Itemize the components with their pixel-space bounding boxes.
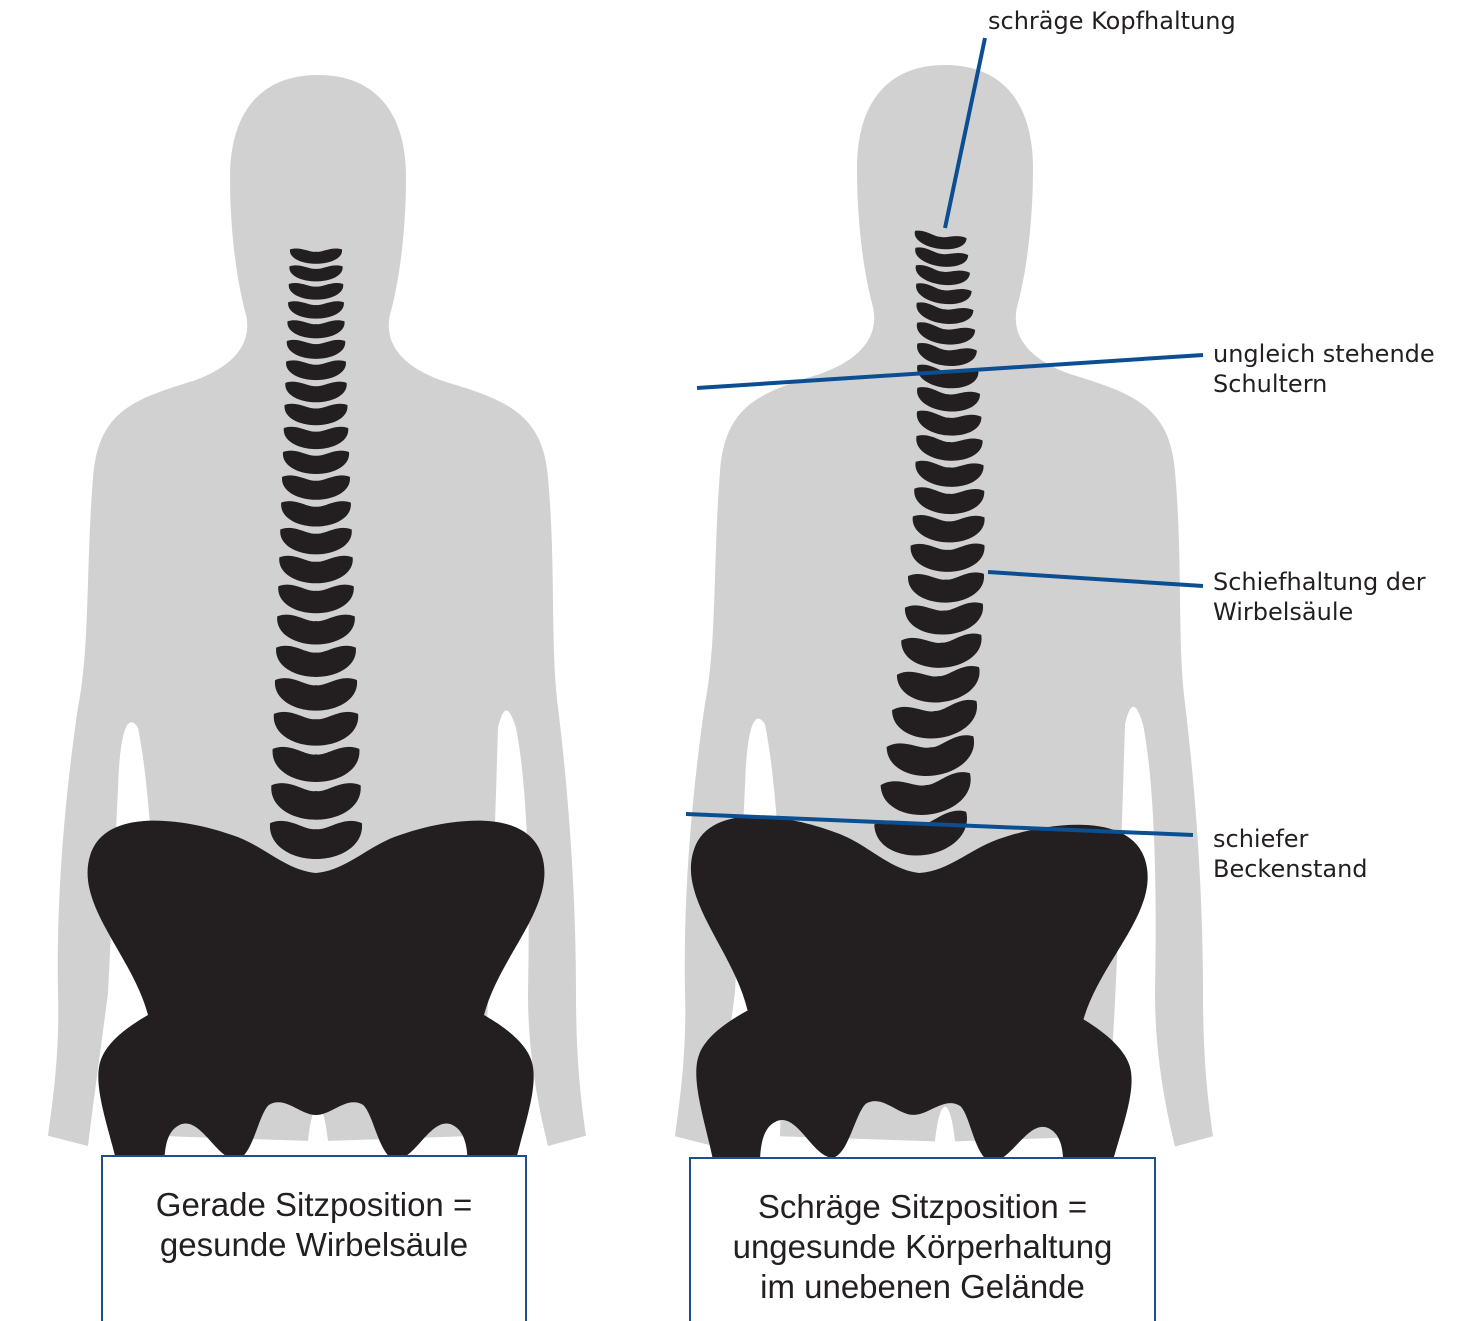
caption-box-right: Schräge Sitzposition = ungesunde Körperh… [689, 1157, 1156, 1321]
caption-left-line-2: gesunde Wirbelsäule [103, 1225, 525, 1265]
annotation-label-shoulders-line-2: Schultern [1213, 369, 1435, 399]
annotation-label-pelvis-line-2: Beckenstand [1213, 854, 1368, 884]
annotation-label-spine-line-2: Wirbelsäule [1213, 597, 1426, 627]
caption-left-line-1: Gerade Sitzposition = [103, 1185, 525, 1225]
annotation-label-spine-line-1: Schiefhaltung der [1213, 567, 1426, 597]
caption-right-line-1: Schräge Sitzposition = [691, 1187, 1154, 1227]
annotation-label-spine: Schiefhaltung der Wirbelsäule [1213, 567, 1426, 627]
caption-box-left: Gerade Sitzposition = gesunde Wirbelsäul… [101, 1155, 527, 1321]
annotation-label-pelvis-line-1: schiefer [1213, 824, 1368, 854]
annotation-label-shoulders-line-1: ungleich stehende [1213, 339, 1435, 369]
annotation-label-pelvis: schiefer Beckenstand [1213, 824, 1368, 884]
figure-tilted [675, 65, 1213, 1236]
annotation-label-head: schräge Kopfhaltung [988, 6, 1236, 36]
caption-right-line-2: ungesunde Körperhaltung [691, 1227, 1154, 1267]
annotation-label-head-line-1: schräge Kopfhaltung [988, 7, 1236, 35]
figure-straight [48, 75, 586, 1230]
caption-right-line-3: im unebenen Gelände [691, 1267, 1154, 1307]
annotation-label-shoulders: ungleich stehende Schultern [1213, 339, 1435, 399]
